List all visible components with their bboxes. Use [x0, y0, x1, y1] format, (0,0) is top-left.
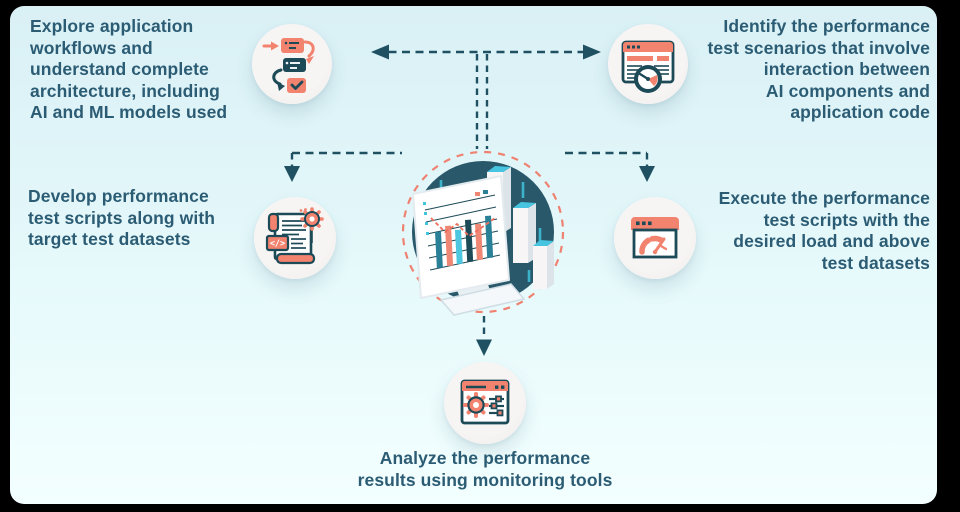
chart-bars — [435, 215, 494, 268]
monitor-screen — [412, 175, 510, 299]
step-icon-identify — [608, 24, 688, 104]
speedometer-window-icon — [614, 197, 696, 279]
step-icon-execute — [614, 197, 696, 279]
step-icon-analyze — [444, 362, 526, 444]
settings-sliders-icon — [444, 362, 526, 444]
svg-text:</>: </> — [270, 239, 285, 249]
step-text-execute: Execute the performance test scripts wit… — [718, 188, 930, 273]
workflow-icon — [252, 24, 332, 104]
step-icon-explore — [252, 24, 332, 104]
gear — [463, 392, 489, 418]
step-text-develop: Develop performance test scripts along w… — [28, 186, 216, 249]
step-icon-develop: </> — [254, 197, 336, 279]
step-text-explore: Explore application workflows and unders… — [30, 16, 228, 122]
step-text-analyze: Analyze the performance results using mo… — [357, 448, 613, 490]
dashboard-gauge-icon — [608, 24, 688, 104]
script-gear-icon: </> — [254, 197, 336, 279]
center-analytics-illustration — [401, 150, 565, 316]
step-text-identify: Identify the performance test scenarios … — [707, 16, 930, 122]
gear — [300, 207, 324, 231]
